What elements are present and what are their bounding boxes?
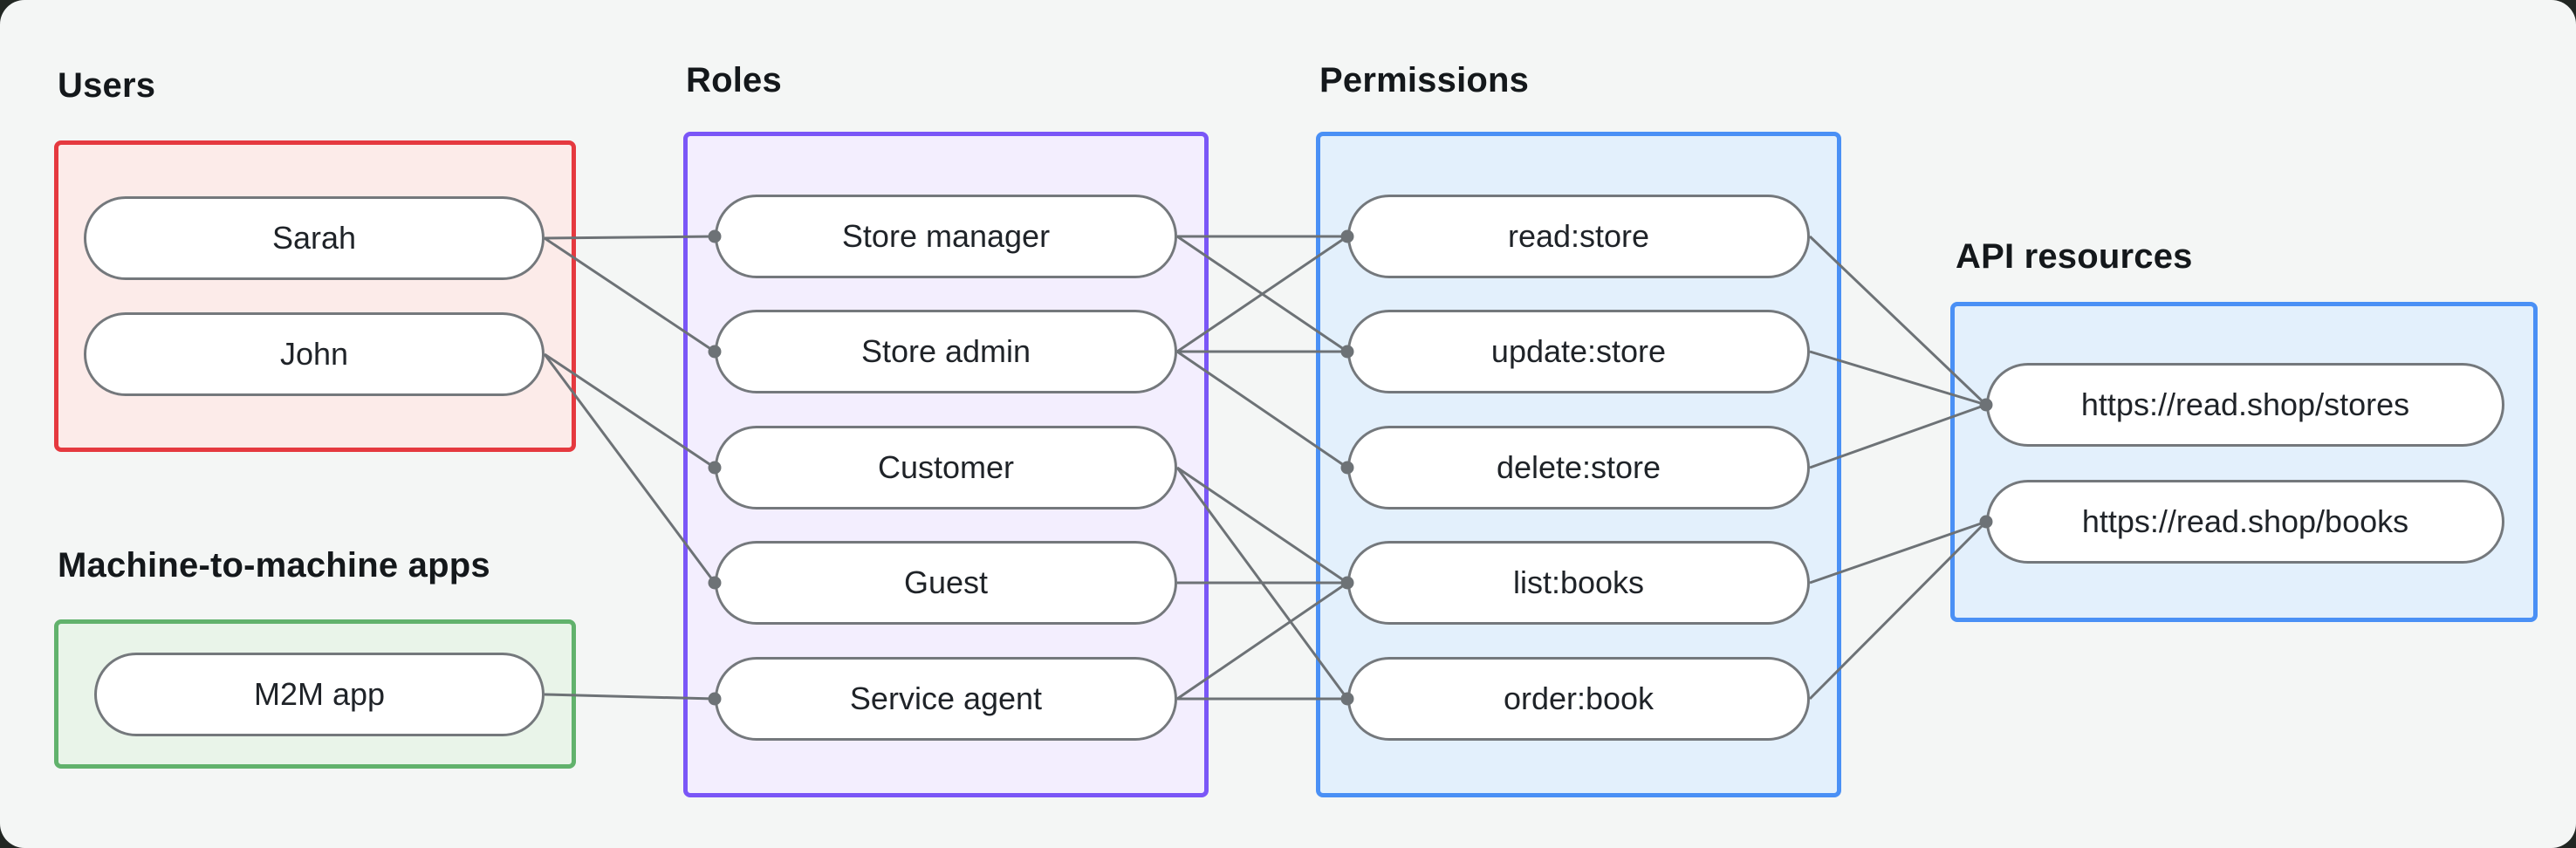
group-label-roles: Roles [686,61,782,99]
group-box-users [54,140,576,452]
group-box-api-resources [1950,302,2538,622]
node-permission-read-store: read:store [1347,195,1810,278]
group-label-permissions: Permissions [1319,61,1530,99]
node-permission-list-books-label: list:books [1512,564,1645,600]
group-label-api-resources: API resources [1956,237,2193,276]
group-label-users: Users [58,66,156,105]
node-role-guest: Guest [715,541,1177,625]
node-user-john-label: John [279,336,349,372]
node-user-john: John [84,312,545,396]
node-permission-update-store-label: update:store [1490,333,1667,369]
node-permission-read-store-label: read:store [1507,218,1650,254]
node-role-service-agent: Service agent [715,657,1177,741]
group-label-machine-to-machine-apps: Machine-to-machine apps [58,546,490,585]
node-role-store-admin-label: Store admin [860,333,1031,369]
node-role-store-manager: Store manager [715,195,1177,278]
node-permission-delete-store: delete:store [1347,426,1810,509]
node-m2m-app: M2M app [94,653,545,736]
node-user-sarah-label: Sarah [271,220,357,256]
node-permission-list-books: list:books [1347,541,1810,625]
node-role-guest-label: Guest [903,564,989,600]
node-m2m-app-label: M2M app [253,676,386,712]
node-permission-delete-store-label: delete:store [1496,449,1661,485]
node-api-resource-stores: https://read.shop/stores [1986,363,2504,447]
node-role-store-manager-label: Store manager [841,218,1051,254]
node-permission-order-book: order:book [1347,657,1810,741]
node-api-resource-books: https://read.shop/books [1986,480,2504,564]
node-role-customer: Customer [715,426,1177,509]
node-user-sarah: Sarah [84,196,545,280]
node-permission-order-book-label: order:book [1503,680,1655,716]
node-role-store-admin: Store admin [715,310,1177,393]
node-role-service-agent-label: Service agent [849,680,1043,716]
node-permission-update-store: update:store [1347,310,1810,393]
node-role-customer-label: Customer [877,449,1015,485]
node-api-resource-books-label: https://read.shop/books [2081,503,2409,539]
node-api-resource-stores-label: https://read.shop/stores [2080,386,2410,422]
